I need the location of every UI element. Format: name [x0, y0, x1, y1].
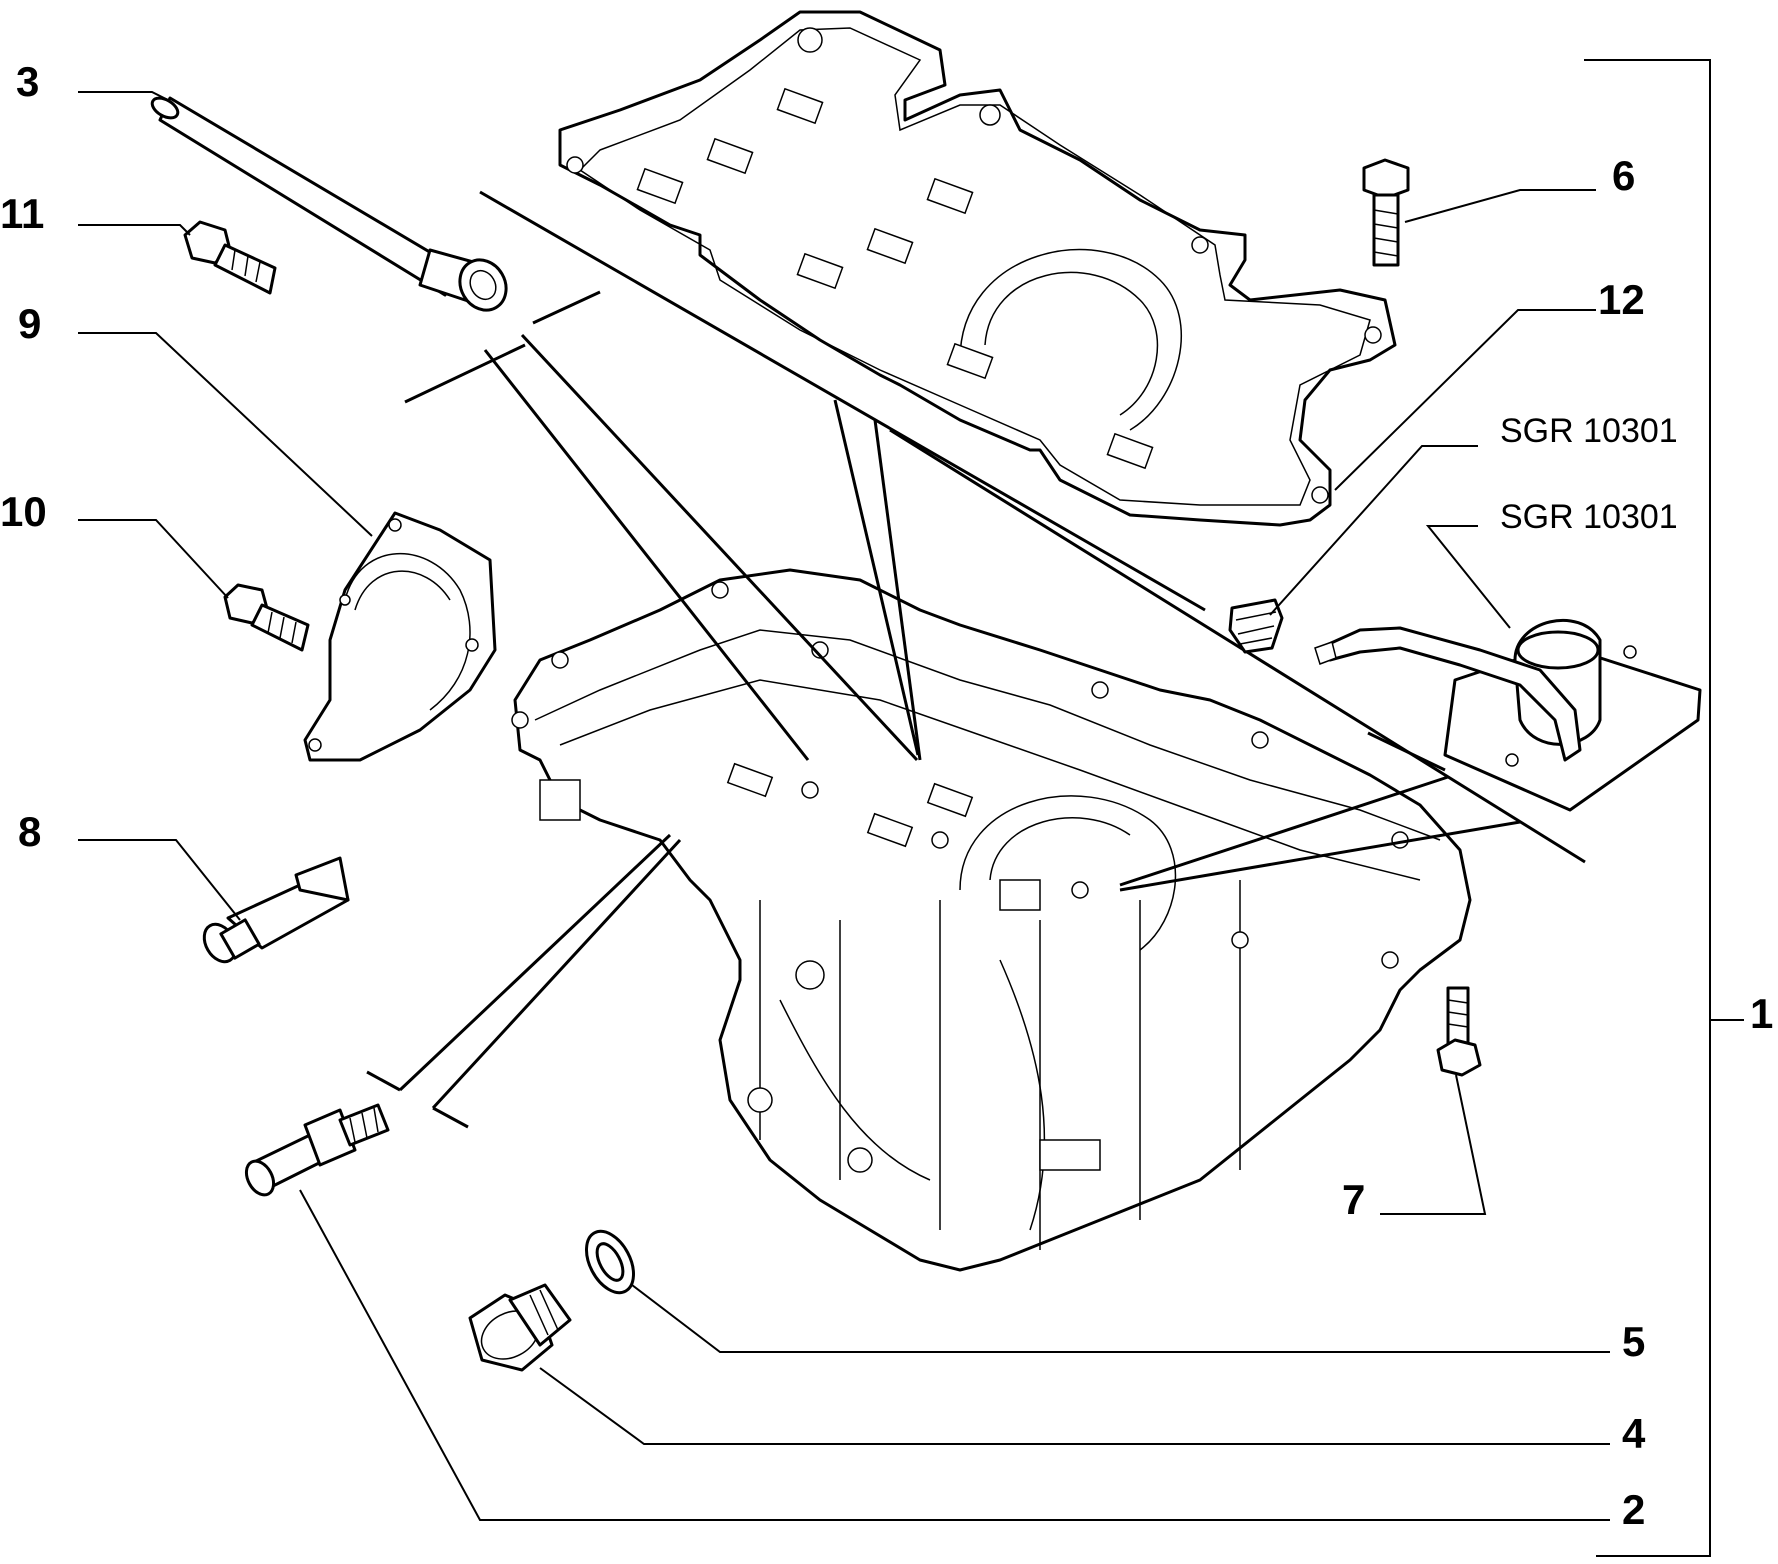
callout-6: 6 [1612, 152, 1635, 199]
top-bolt-part [1362, 158, 1410, 267]
leader-6 [1404, 189, 1596, 223]
leader-9 [78, 332, 373, 537]
callout-3: 3 [16, 58, 39, 105]
leader-tool-2 [1425, 525, 1511, 629]
oil-sump-body [511, 568, 1472, 1272]
rubber-plug-part [1228, 598, 1284, 654]
callout-labels: 3 11 9 10 8 6 12 1 7 5 4 2 SGR 10301 SGR… [0, 58, 1773, 1533]
sump-bolt-part [1436, 986, 1482, 1077]
callout-5: 5 [1622, 1318, 1645, 1365]
callout-10: 10 [0, 488, 47, 535]
callout-1: 1 [1750, 990, 1773, 1037]
callout-8: 8 [18, 808, 41, 855]
leader-11 [78, 224, 191, 236]
long-tube-part [150, 96, 508, 312]
callout-9: 9 [18, 300, 41, 347]
leader-lines [78, 91, 1610, 1521]
callout-11: 11 [0, 190, 44, 237]
tool-ref-2: SGR 10301 [1500, 498, 1678, 536]
leader-5 [631, 1284, 1610, 1353]
end-cover-gasket-part [303, 511, 497, 762]
washer-part [585, 1229, 635, 1295]
assembly-indicator-lines [366, 190, 1586, 1129]
baffle-plate [558, 10, 1397, 527]
drain-plug-part [468, 1283, 572, 1372]
callout-12: 12 [1598, 276, 1645, 323]
leader-4 [539, 1367, 1610, 1445]
callout-2: 2 [1622, 1486, 1645, 1533]
leader-7 [1380, 1074, 1487, 1215]
callout-4: 4 [1622, 1410, 1646, 1457]
sealant-tube-part [202, 856, 350, 964]
leader-2 [299, 1189, 1610, 1521]
leader-12 [1334, 309, 1596, 491]
cover-bolt-part [223, 583, 310, 652]
tool-ref-1: SGR 10301 [1500, 412, 1678, 450]
assembly-bracket [1584, 59, 1744, 1557]
short-bolt-part [183, 220, 277, 295]
callout-7: 7 [1342, 1176, 1365, 1223]
special-tool [1314, 618, 1702, 812]
stud-fitting-part [244, 1103, 390, 1197]
leader-10 [78, 519, 229, 599]
leader-tool-1 [1269, 445, 1478, 616]
leader-8 [78, 839, 241, 921]
leader-3 [78, 91, 169, 101]
